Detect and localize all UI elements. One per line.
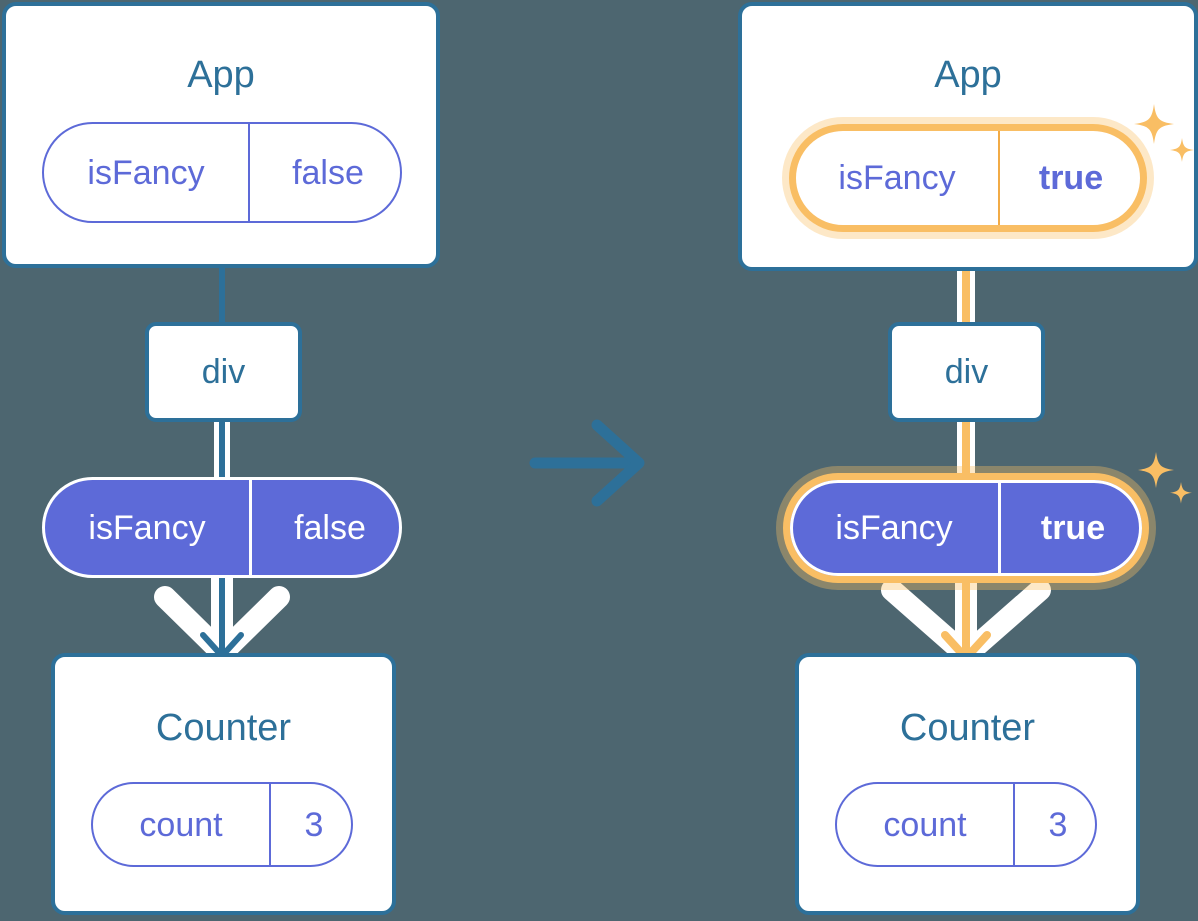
app-card-title-before: App [187,54,255,96]
pill-value: false [292,153,364,192]
div-node-label: div [944,352,989,391]
pill-value: false [294,508,366,547]
pill-key: isFancy [44,124,250,221]
counter-state-pill-after[interactable]: count 3 [835,782,1097,867]
counter-card-title-after: Counter [899,707,1036,749]
div-node-after: div [888,322,1045,422]
app-state-pill-before[interactable]: isFancy false [42,122,402,223]
div-node-label: div [201,352,246,391]
prop-pill-before[interactable]: isFancy false [42,477,402,578]
counter-state-pill-before[interactable]: count 3 [91,782,353,867]
pill-key: isFancy [790,480,1001,576]
div-node-before: div [145,322,302,422]
pill-value: 3 [1048,805,1068,844]
counter-card-title-before: Counter [155,707,292,749]
pill-value: true [1038,159,1104,197]
arrow-right-icon [529,419,645,507]
pill-key: count [93,784,271,865]
pill-key: isFancy [796,131,1000,225]
pill-value: true [1040,509,1106,547]
app-state-pill-after[interactable]: isFancy true [789,124,1147,232]
pill-value: 3 [304,805,324,844]
pill-key: isFancy [45,480,252,575]
prop-pill-after[interactable]: isFancy true [783,473,1149,583]
app-card-title-after: App [934,54,1002,96]
pill-key: count [837,784,1015,865]
